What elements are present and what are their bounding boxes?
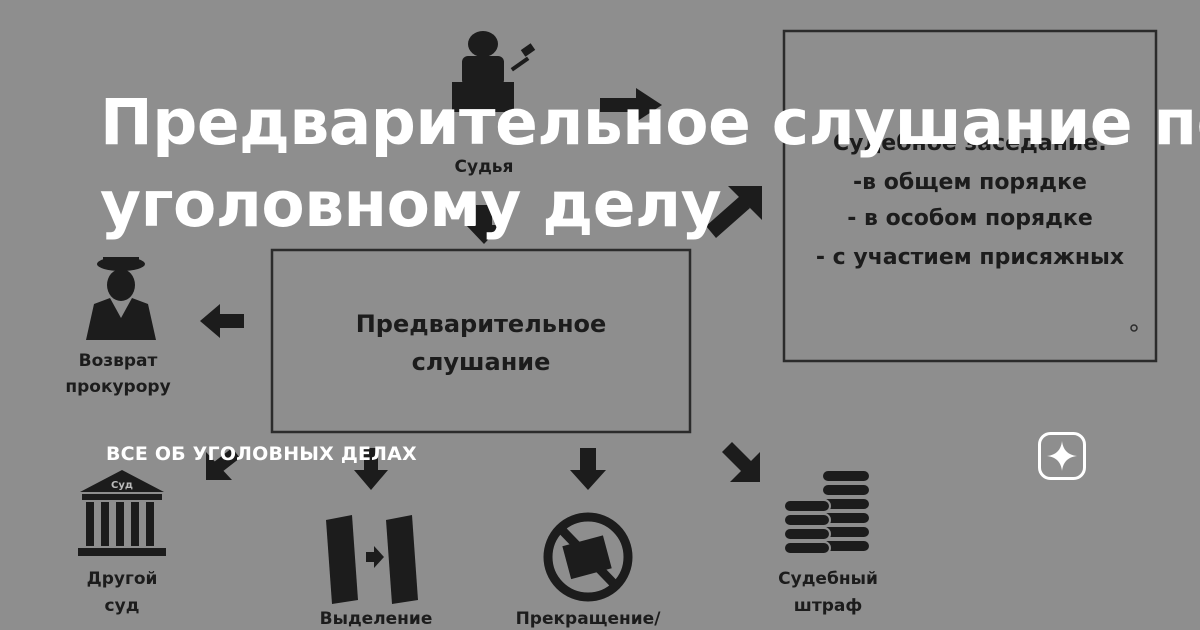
arrow-down-icon [466,205,502,244]
fine-label-line2: штраф [794,596,862,616]
court-session-item: - с участием присяжных [816,245,1124,270]
courthouse-icon [78,470,166,556]
other-court-line1: Другой [87,569,158,589]
zen-star-icon[interactable] [1038,432,1086,480]
arrow-down-icon [570,448,606,490]
court-sign: Суд [111,480,133,491]
coins-icon [783,469,871,555]
article-title-line: уголовному делу [100,168,722,241]
return-label-line2: прокурору [65,377,170,397]
center-label-line2: слушание [412,348,551,376]
separation-label: Выделение [320,609,433,629]
arrow-right-icon [600,88,662,122]
court-session-item: -в общем порядке [853,170,1087,195]
article-title: Предварительное слушание по уголовному д… [100,82,1200,246]
court-session-item: - в особом порядке [847,206,1093,231]
article-title-line: Предварительное слушание по [100,86,1200,159]
return-label-line1: Возврат [79,351,158,371]
arrow-down-left-icon [206,448,240,480]
center-label-line1: Предварительное [356,310,607,338]
prohibited-book-icon [543,512,633,602]
arrow-left-icon [200,304,244,338]
preliminary-hearing-box [270,248,692,434]
document-stack-icon [326,515,418,604]
termination-label: Прекращение/ [516,609,662,629]
judge-icon [452,31,536,112]
judge-label: Судья [455,157,514,177]
arrow-up-right-icon [706,186,762,238]
court-session-box [782,29,1158,363]
arrow-down-right-icon [722,442,760,482]
prosecutor-icon [86,257,156,340]
arrow-down-icon [354,448,388,490]
dot-mark [1130,324,1138,332]
other-court-line2: суд [105,596,140,616]
court-session-title: Судебное заседание: [833,131,1107,156]
fine-label-line1: Судебный [778,569,878,589]
channel-name[interactable]: ВСЕ ОБ УГОЛОВНЫХ ДЕЛАХ [106,443,417,465]
